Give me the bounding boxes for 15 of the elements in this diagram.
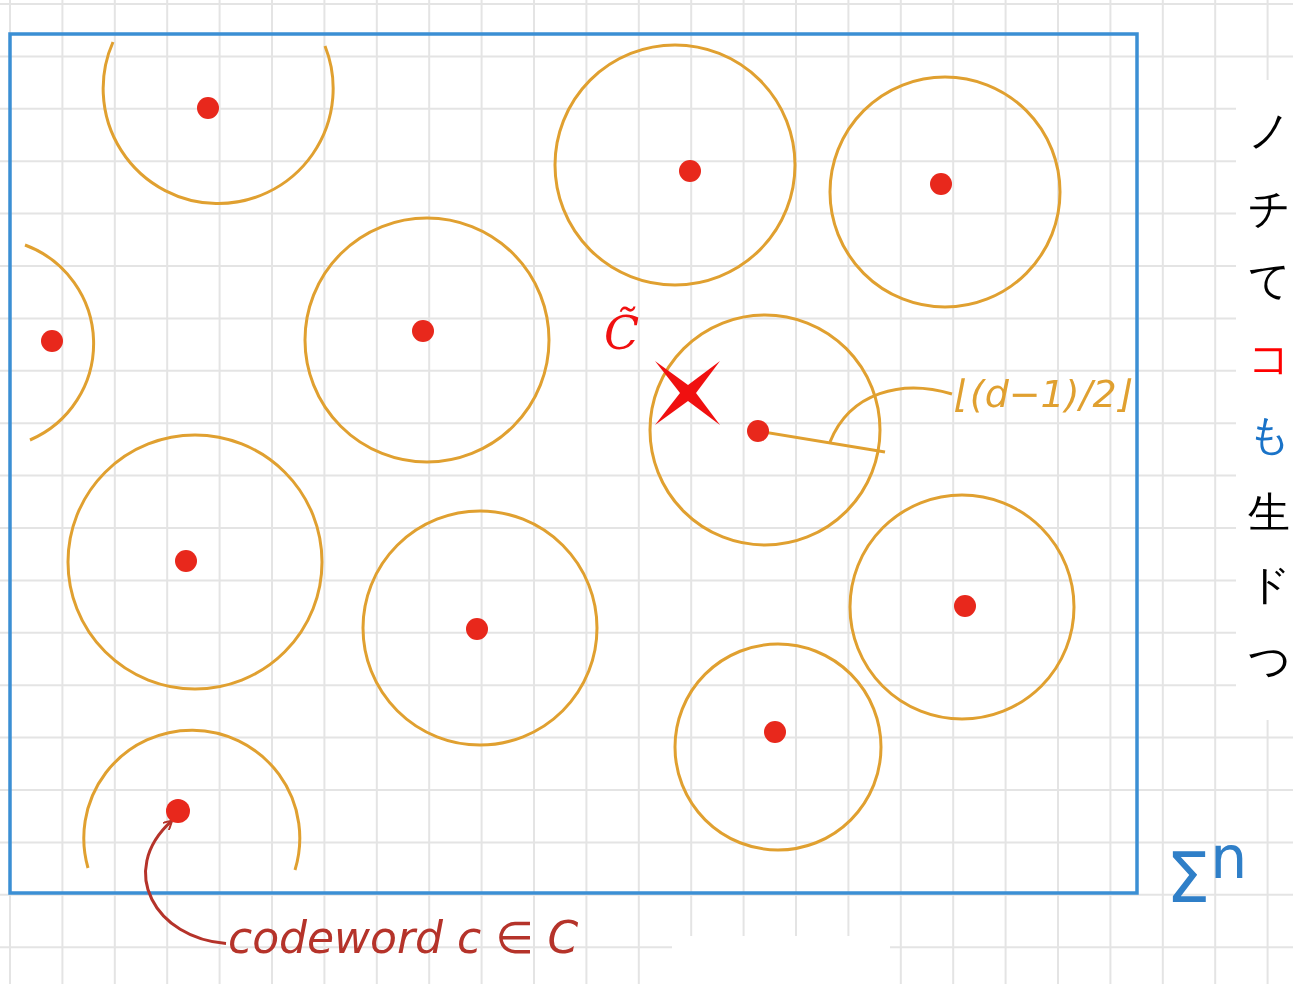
text-fragment: コ (1248, 336, 1291, 383)
leader-line (828, 386, 953, 443)
caption-text: codeword c ∈ C (228, 912, 579, 963)
received-word-label: C̃ (604, 308, 640, 359)
arrow (144, 819, 227, 945)
codeword-dot (166, 799, 190, 823)
text-fragment: チ (1248, 186, 1291, 233)
sigma-label: Σ$^{n}$ (1166, 826, 1248, 918)
text-fragment: て (1248, 258, 1291, 305)
text-fragment: つ (1248, 638, 1291, 685)
text-fragment: ノ (1248, 108, 1291, 155)
text-fragment: 生 (1248, 490, 1290, 537)
text-fragment: ド (1248, 562, 1291, 609)
floor-label: ⌊(d−1)/2⌋ (955, 372, 1132, 416)
text-fragment: も (1248, 412, 1291, 459)
